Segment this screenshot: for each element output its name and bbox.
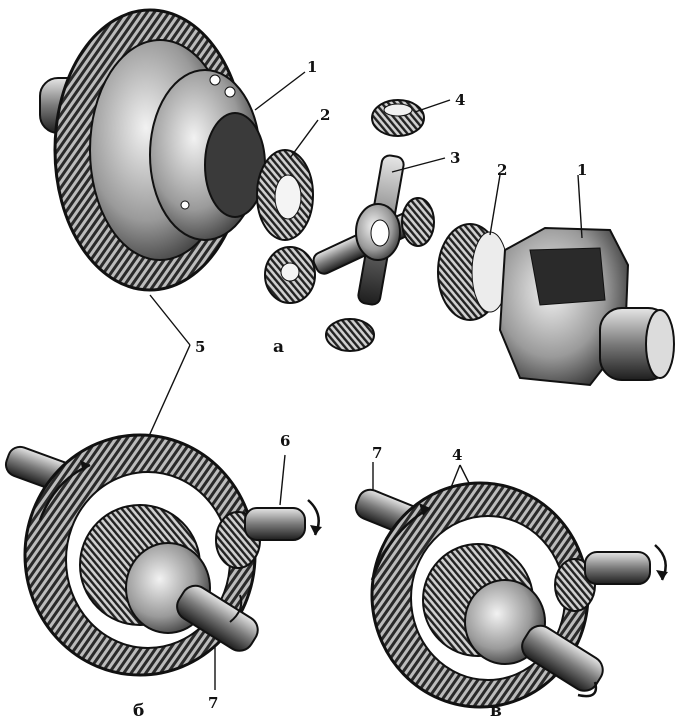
label-a-2-left: 2 <box>320 106 330 124</box>
caption-b: б <box>133 701 144 721</box>
rotation-arrow-b3 <box>229 594 243 623</box>
label-v-4: 4 <box>452 446 462 464</box>
exploded-view <box>39 8 675 387</box>
caption-a: а <box>273 337 284 357</box>
label-b-7: 7 <box>208 694 218 712</box>
caption-v: в <box>490 701 502 721</box>
spider-cross <box>312 154 428 306</box>
label-a-3: 3 <box>450 149 460 167</box>
label-a-2-right: 2 <box>497 161 507 179</box>
case-half-right <box>498 226 675 387</box>
label-a-4: 4 <box>455 91 465 109</box>
label-b-6: 6 <box>280 432 290 450</box>
label-a-1: 1 <box>307 58 317 76</box>
pinion-gear-right <box>401 197 435 247</box>
label-v-7: 7 <box>372 444 382 462</box>
label-a-5: 5 <box>195 338 205 356</box>
assembled-view-left <box>4 433 322 677</box>
assembled-view-right <box>354 481 668 709</box>
rotation-arrow-v3 <box>577 681 598 698</box>
label-a-1-right: 1 <box>577 161 587 179</box>
pinion-gear-bottom <box>325 318 375 352</box>
